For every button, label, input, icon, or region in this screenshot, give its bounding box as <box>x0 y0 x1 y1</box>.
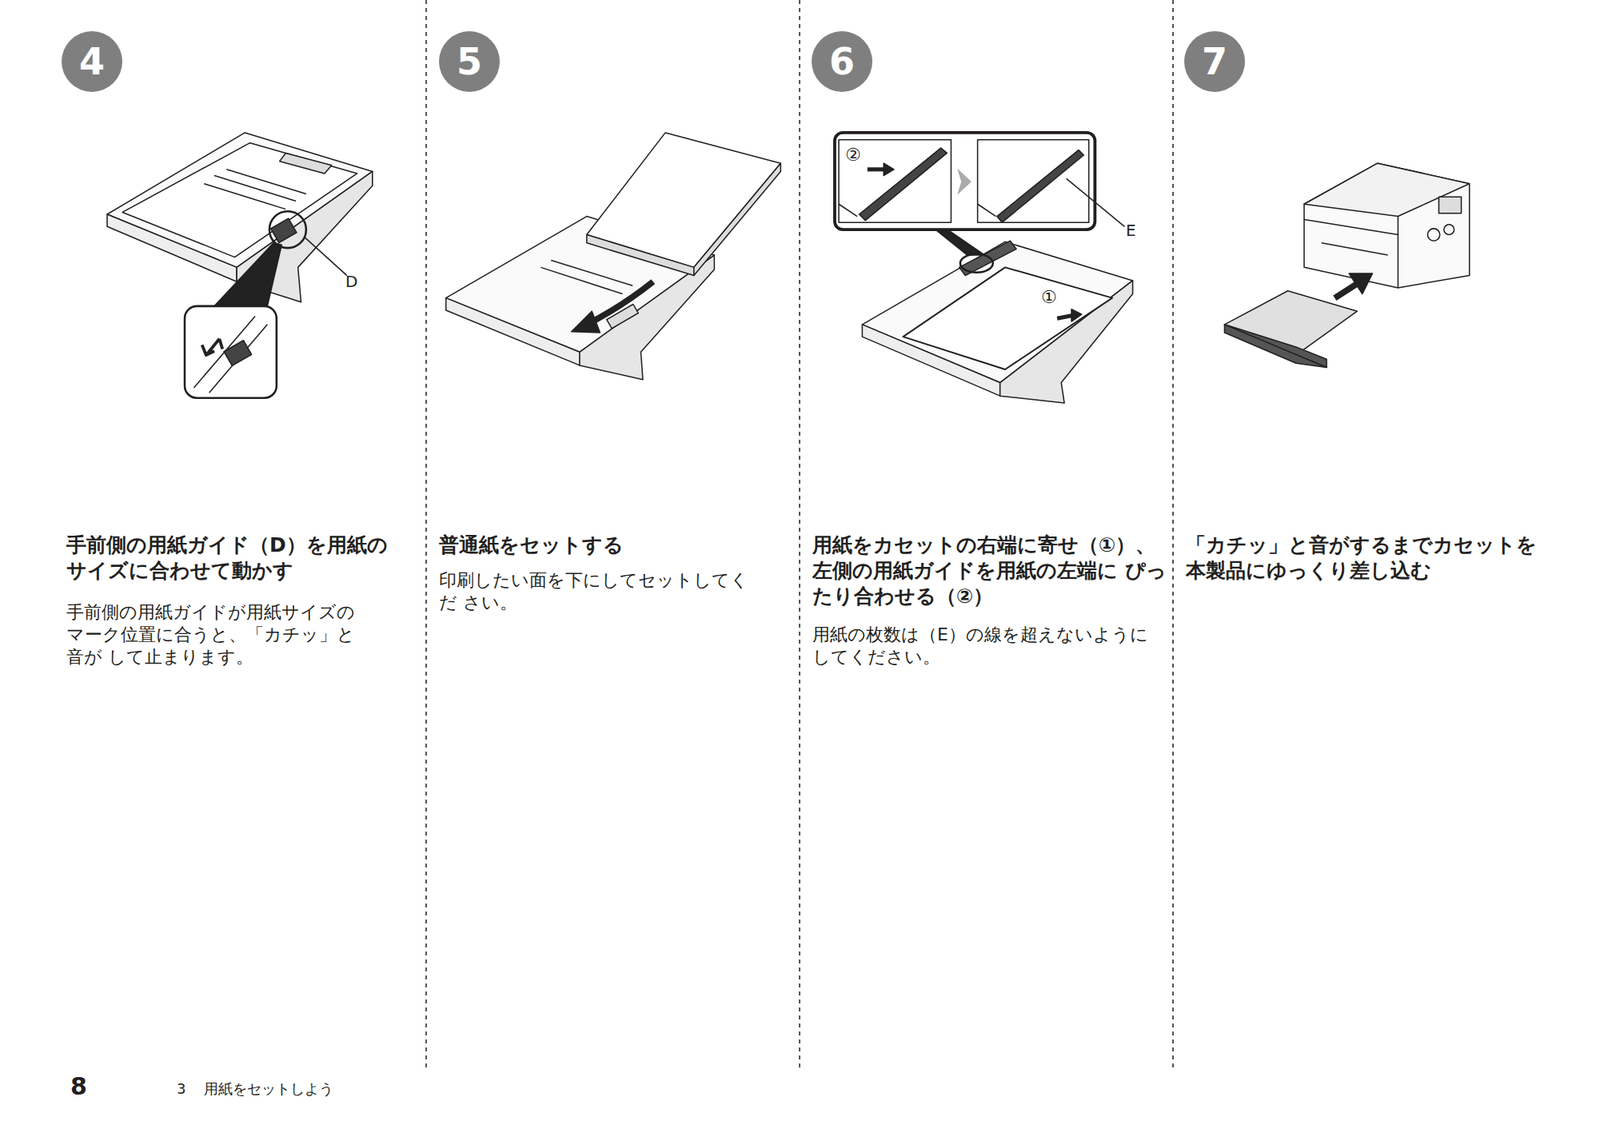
step-circle: 5 <box>438 31 500 92</box>
step-circle-fill <box>1184 31 1245 92</box>
step-heading: 手前側の用紙ガイド（D）を用紙の サイズに合わせて動かす <box>66 532 396 584</box>
step-note: 用紙の枚数は（E）の線を超えないように してください。 <box>812 623 1165 669</box>
step-number: 5 <box>438 31 500 92</box>
step-circle: 6 <box>811 31 873 92</box>
section-number: 3 <box>176 1079 201 1098</box>
page-number: 8 <box>70 1071 119 1102</box>
step-heading: 「カチッ」と音がするまでカセットを 本製品にゆっくり差し込む <box>1185 532 1538 584</box>
part-label: E <box>1125 220 1158 242</box>
step-note: 印刷したい面を下にしてセットしてくだ さい。 <box>438 569 763 615</box>
step-circle: 4 <box>61 31 123 92</box>
step-circle-fill <box>811 31 873 92</box>
paper-cassette <box>446 132 782 380</box>
step-number: 6 <box>811 31 873 92</box>
part-label: D <box>345 271 378 293</box>
section-title: 用紙をセットしよう <box>203 1079 444 1098</box>
step-circle-fill <box>61 31 123 92</box>
column-divider <box>426 0 1174 1072</box>
callout-number: ① <box>1041 286 1074 309</box>
callout-number: ② <box>845 143 878 167</box>
step-number: 7 <box>1184 31 1245 92</box>
step-circle: 7 <box>1184 31 1245 92</box>
step-heading: 用紙をカセットの右端に寄せ（①）、 左側の用紙ガイドを用紙の左端に ぴったり合わ… <box>812 532 1169 610</box>
printer <box>1224 163 1469 368</box>
paper-cassette <box>834 132 1134 403</box>
step-note: 手前側の用紙ガイドが用紙サイズの マーク位置に合うと、「カチッ」と音が して止ま… <box>66 601 356 669</box>
step-heading: 普通紙をセットする <box>438 532 775 559</box>
paper-cassette <box>107 132 373 399</box>
step-number: 4 <box>61 31 123 92</box>
step-circle-fill <box>438 31 500 92</box>
